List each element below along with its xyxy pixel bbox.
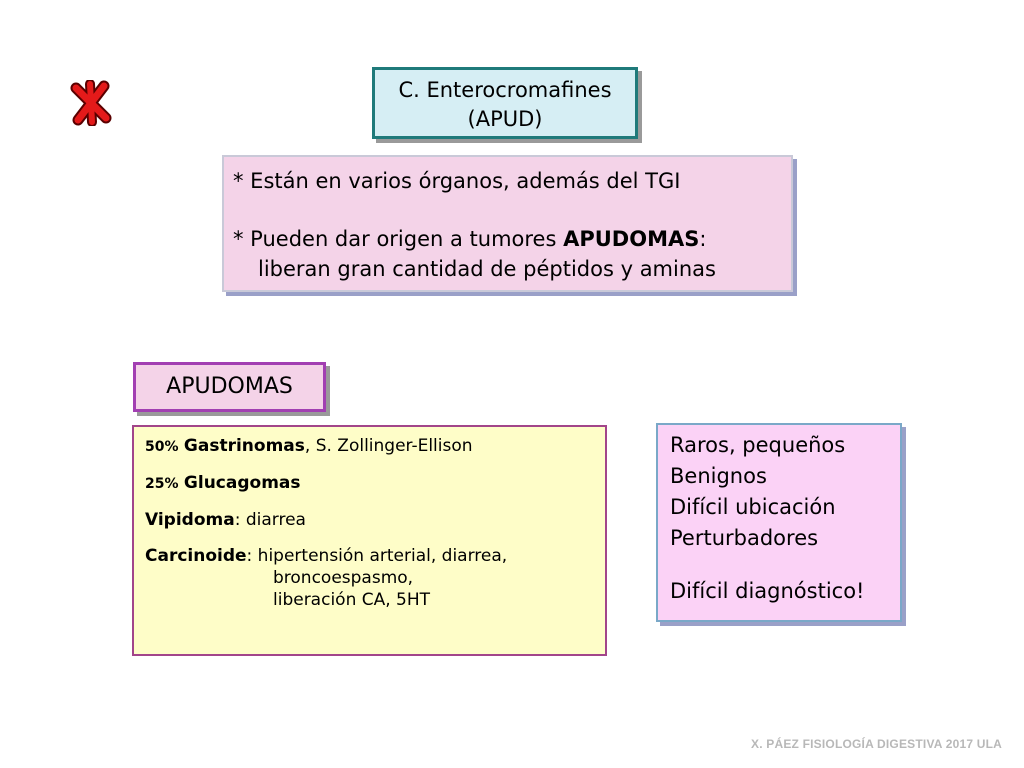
footer-credit: X. PÁEZ FISIOLOGÍA DIGESTIVA 2017 ULA	[751, 737, 1002, 751]
title-line2: (APUD)	[467, 107, 543, 131]
glucagoma-pct: 25%	[145, 476, 179, 492]
info-bullet-2-colon: :	[699, 227, 707, 251]
vipidoma-name: Vipidoma	[145, 510, 235, 530]
asterisk-star-icon	[70, 80, 112, 126]
apudoma-types-box: 50% Gastrinomas, S. Zollinger-Ellison 25…	[132, 425, 607, 656]
features-box: Raros, pequeños Benignos Difícil ubicaci…	[656, 423, 902, 622]
info-bullet-1: * Están en varios órganos, además del TG…	[233, 169, 681, 193]
list-item-gastrinoma: 50% Gastrinomas, S. Zollinger-Ellison	[145, 435, 605, 458]
gastrinoma-pct: 50%	[145, 439, 179, 455]
info-bullet-2: * Pueden dar origen a tumores APUDOMAS:	[233, 224, 791, 254]
gastrinoma-desc: , S. Zollinger-Ellison	[304, 436, 473, 456]
gastrinoma-name: Gastrinomas	[183, 436, 305, 456]
glucagoma-name: Glucagomas	[183, 473, 301, 493]
carcinoide-line2: broncoespasmo,	[273, 568, 414, 588]
feature-item: Difícil ubicación	[670, 495, 836, 519]
feature-item: Raros, pequeños	[670, 433, 846, 457]
info-bullet-2-bold: APUDOMAS	[563, 227, 700, 251]
info-box: * Están en varios órganos, además del TG…	[222, 155, 793, 292]
info-bullet-2-line2: liberan gran cantidad de péptidos y amin…	[258, 257, 716, 281]
list-item-glucagoma: 25% Glucagomas	[145, 472, 605, 495]
carcinoide-desc: : hipertensión arterial, diarrea,	[246, 546, 508, 566]
apudomas-label: APUDOMAS	[133, 362, 326, 412]
feature-item: Benignos	[670, 464, 767, 488]
vipidoma-desc: : diarrea	[234, 510, 306, 530]
title-box: C. Enterocromafines (APUD)	[372, 67, 638, 139]
carcinoide-line3: liberación CA, 5HT	[273, 590, 431, 610]
list-item-carcinoide: Carcinoide: hipertensión arterial, diarr…	[145, 545, 605, 567]
title-line1: C. Enterocromafines	[398, 78, 612, 102]
carcinoide-name: Carcinoide	[145, 546, 247, 566]
info-bullet-2-text: * Pueden dar origen a tumores	[233, 227, 564, 251]
feature-final: Difícil diagnóstico!	[670, 579, 865, 603]
feature-item: Perturbadores	[670, 526, 819, 550]
list-item-vipidoma: Vipidoma: diarrea	[145, 509, 605, 531]
